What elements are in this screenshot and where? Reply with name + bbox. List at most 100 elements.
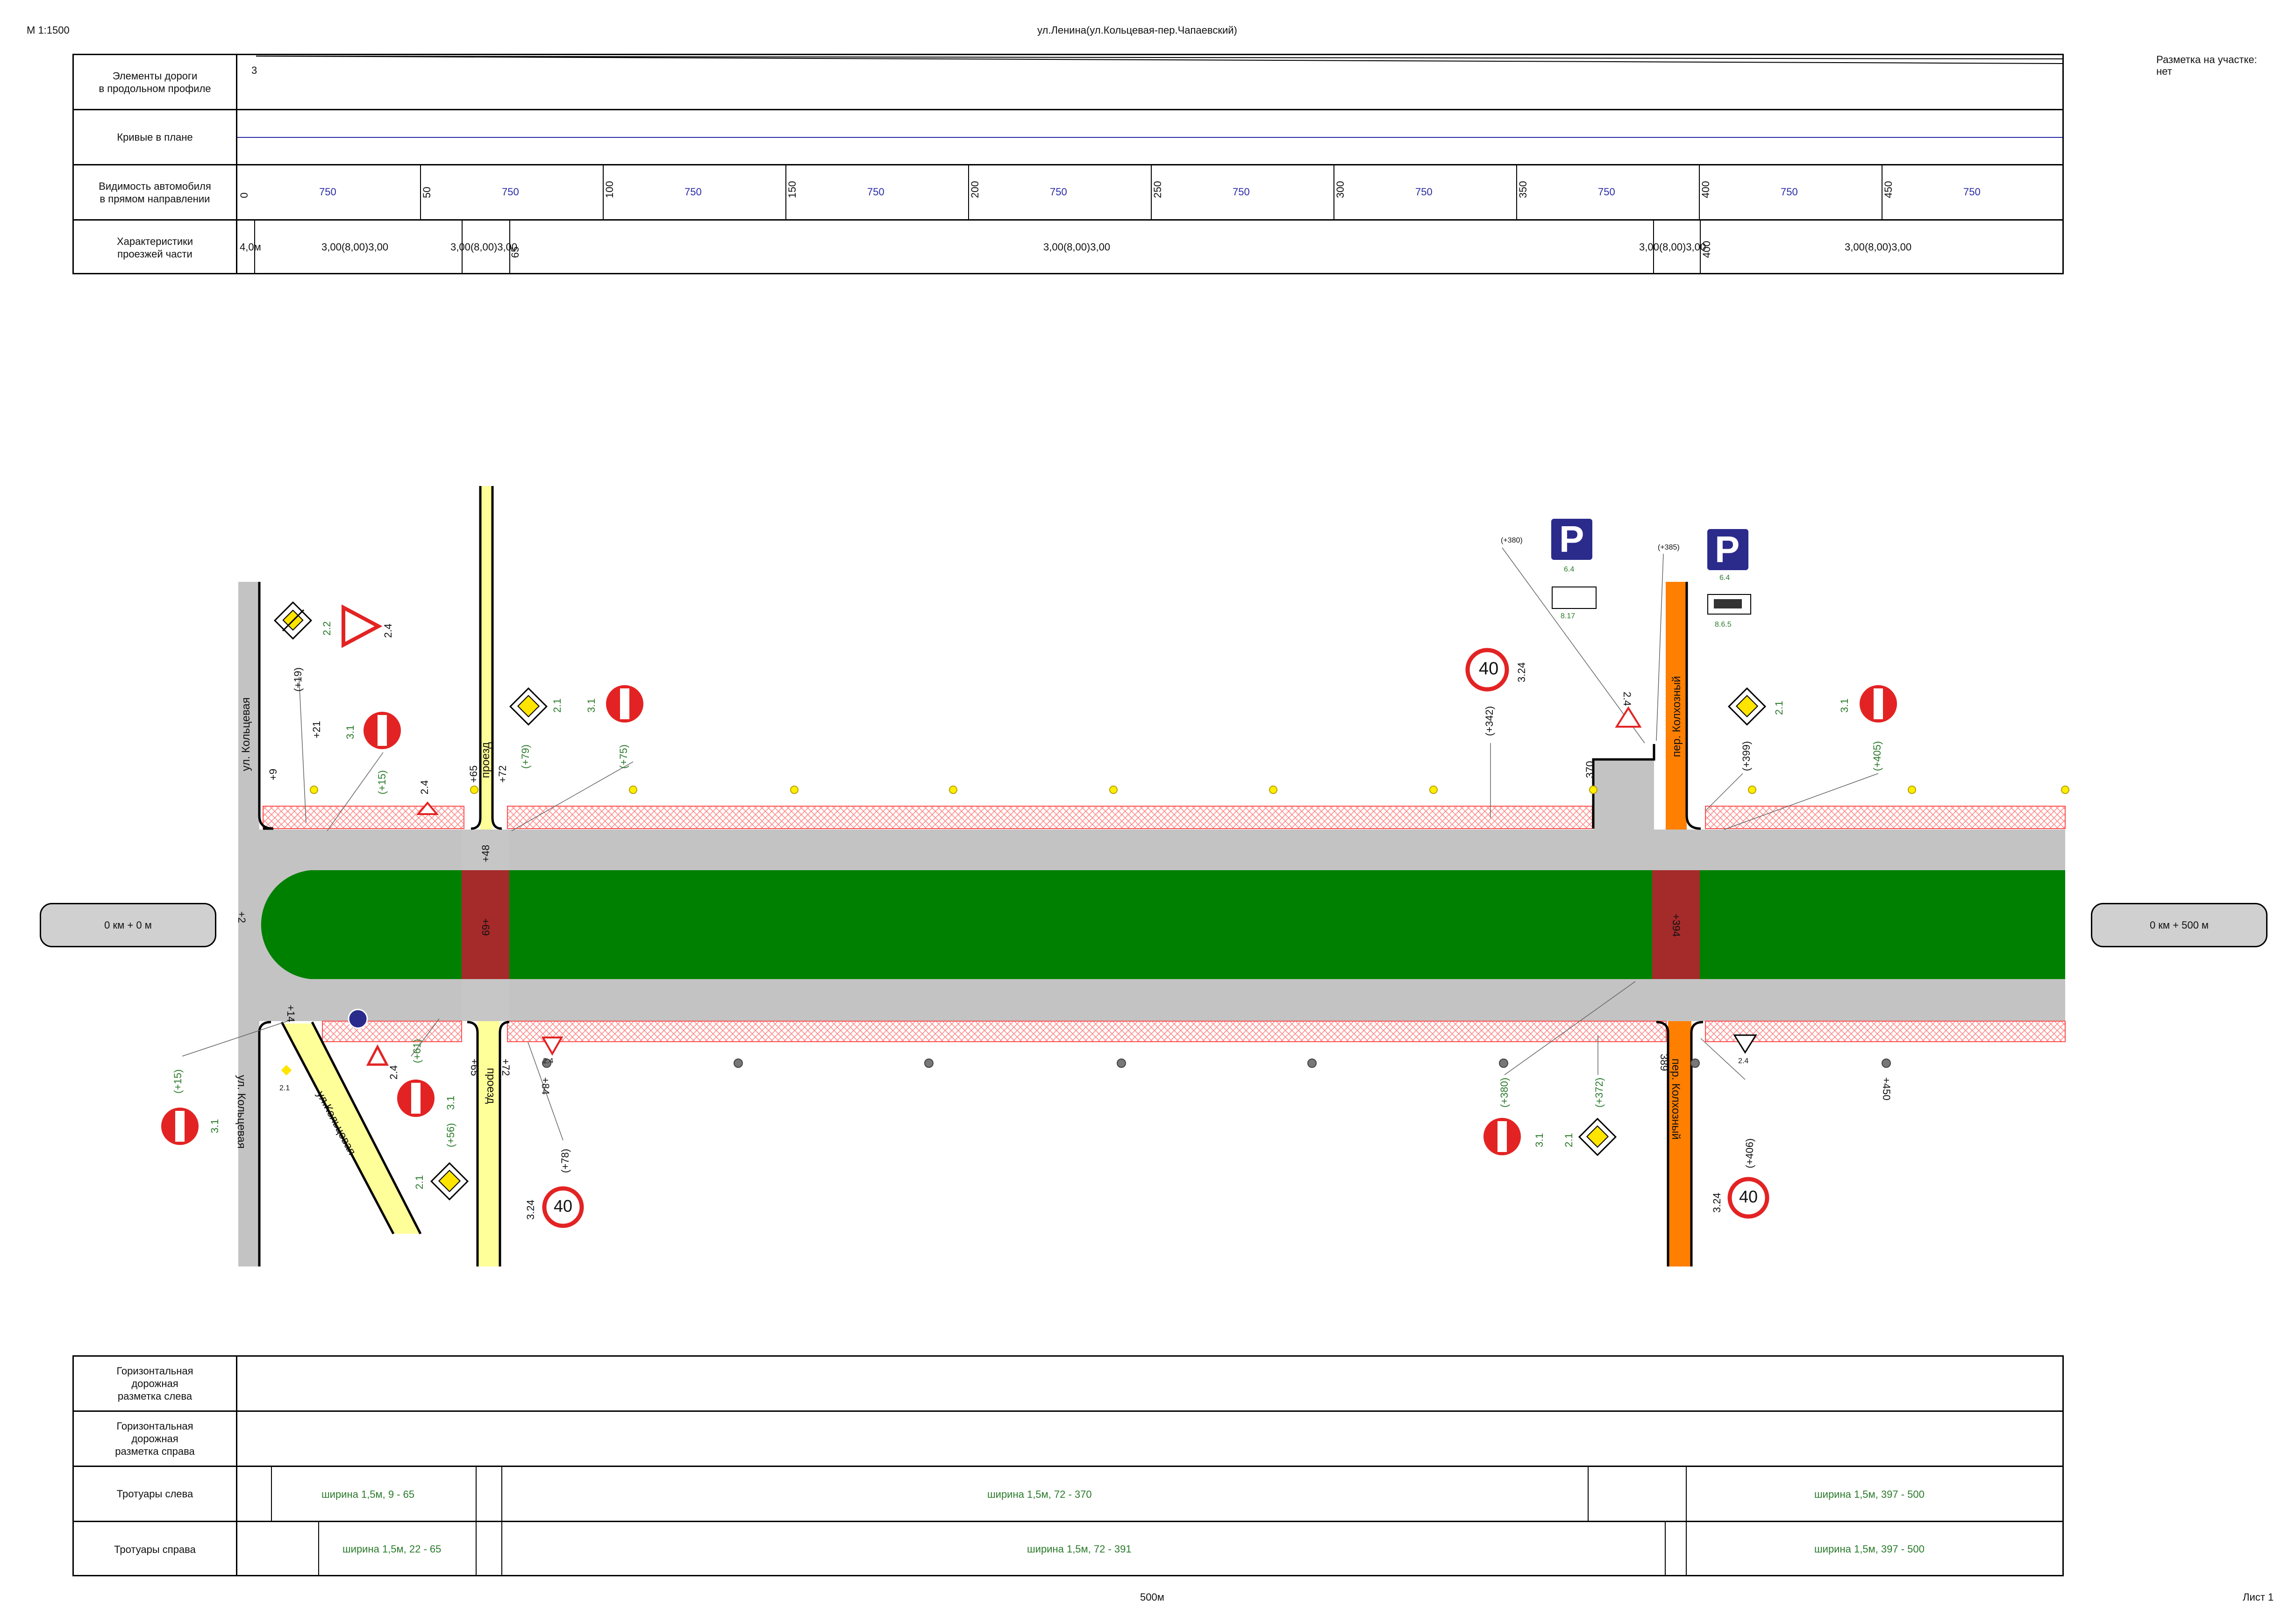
row-visibility: Видимость автомобиля в прямом направлени… bbox=[74, 165, 2062, 221]
sign-2-4-top-b bbox=[416, 801, 439, 815]
station-start: 0 км + 0 м bbox=[40, 903, 216, 947]
sidewalk-left-seg: ширина 1,5м, 72 - 370 bbox=[987, 1488, 1092, 1500]
scale-label: М 1:1500 bbox=[27, 24, 70, 36]
street-koltsevaya-bottom: ул. Кольцевая bbox=[235, 1075, 248, 1149]
code-2-4-bottom-a: 2.4 bbox=[388, 1065, 399, 1080]
sign-2-1-bottom-a bbox=[276, 1060, 297, 1080]
code-3-1-b: 3.1 bbox=[585, 698, 597, 713]
sheet-number: Лист 1 bbox=[2243, 1591, 2274, 1603]
cell-divider bbox=[501, 1467, 502, 1521]
cell-divider bbox=[509, 221, 510, 274]
visibility-divider bbox=[785, 165, 786, 219]
visibility-value: 750 bbox=[685, 186, 702, 198]
marking-value: нет bbox=[2156, 65, 2172, 77]
row-label: Кривые в плане bbox=[74, 110, 237, 164]
sign-2-1-top-b bbox=[1727, 687, 1767, 726]
row-sidewalk-right: Тротуары справа ширина 1,5м, 22 - 65 шир… bbox=[74, 1522, 2062, 1576]
sign-3-24-bottom-a bbox=[542, 1186, 584, 1228]
cell-divider bbox=[476, 1522, 477, 1576]
visibility-divider bbox=[1333, 165, 1334, 219]
code-2-1-bottom-a: 2.1 bbox=[279, 1084, 290, 1092]
sidewalk-left-seg: ширина 1,5м, 397 - 500 bbox=[1814, 1488, 1925, 1500]
street-proezd-bottom: проезд bbox=[485, 1068, 497, 1104]
marking-label: Разметка на участке: bbox=[2156, 54, 2257, 65]
code-2-4-bottom-c: 2.4 bbox=[1738, 1057, 1749, 1065]
picket-bottom-450: +450 bbox=[1881, 1077, 1892, 1101]
picket-top-65: +65 bbox=[468, 765, 479, 783]
carriageway-cell: 4,0м bbox=[240, 241, 261, 253]
carriageway-cell: 3,00(8,00)3,00 bbox=[1845, 241, 1912, 253]
sidewalk-left-seg: ширина 1,5м, 9 - 65 bbox=[321, 1488, 415, 1500]
carriageway-cell: 3,00(8,00)3,00 bbox=[1639, 241, 1706, 253]
sign-3-1-top-b bbox=[604, 683, 645, 724]
profile-value: 3 bbox=[251, 64, 257, 76]
sheet-title: ул.Ленина(ул.Кольцевая-пер.Чапаевский) bbox=[1037, 24, 1237, 36]
cell-divider bbox=[476, 1467, 477, 1521]
pos-2-1-b: (+399) bbox=[1740, 741, 1752, 771]
visibility-value: 750 bbox=[1050, 186, 1067, 198]
pos-2-1-bottom-c: (+372) bbox=[1593, 1077, 1605, 1108]
sign-2-1-top-a bbox=[509, 687, 548, 726]
top-profile-table: Элементы дороги в продольном профиле 3 К… bbox=[72, 54, 2064, 274]
cell-divider bbox=[1700, 221, 1701, 274]
picket-top-48: +48 bbox=[480, 844, 492, 862]
kolkhozny-top-road bbox=[1666, 582, 1687, 830]
crossing-1 bbox=[462, 870, 509, 979]
sidewalk-top-2 bbox=[507, 806, 1593, 829]
plan-curve-line bbox=[237, 137, 2062, 138]
row-sidewalk-left: Тротуары слева ширина 1,5м, 9 - 65 ширин… bbox=[74, 1467, 2062, 1522]
pos-3-24-bottom-b: (+406) bbox=[1744, 1138, 1755, 1168]
code-6-4-b: 6.4 bbox=[1719, 574, 1730, 582]
pos-3-1-a: (+15) bbox=[376, 770, 388, 794]
pos-2-2: (+19) bbox=[292, 667, 304, 692]
code-3-1-a: 3.1 bbox=[344, 725, 356, 739]
cell-divider bbox=[1665, 1522, 1666, 1576]
driveway-370 bbox=[1593, 759, 1654, 830]
sign-2-1-bottom-b bbox=[430, 1162, 469, 1201]
visibility-divider bbox=[1699, 165, 1700, 219]
proezd-bottom-road bbox=[478, 1021, 500, 1266]
sidewalk-right-seg: ширина 1,5м, 22 - 65 bbox=[342, 1543, 442, 1555]
lamps-top bbox=[310, 786, 2069, 794]
code-3-1-bottom-c: 3.1 bbox=[1533, 1133, 1545, 1147]
cell-divider bbox=[318, 1522, 319, 1576]
visibility-value: 750 bbox=[1233, 186, 1250, 198]
picket-top-370: 370 bbox=[1584, 761, 1596, 778]
sign-2-4-top-c bbox=[1615, 706, 1642, 728]
code-2-4-c: 2.4 bbox=[1621, 692, 1633, 706]
pos-3-24-top: (+342) bbox=[1483, 706, 1495, 736]
row-profile-elements: Элементы дороги в продольном профиле 3 bbox=[74, 55, 2064, 110]
sign-3-1-bottom-b bbox=[395, 1078, 436, 1119]
sign-3-1-top-a bbox=[362, 710, 403, 751]
visibility-value: 750 bbox=[319, 186, 336, 198]
code-2-1-b: 2.1 bbox=[1773, 701, 1785, 715]
sidewalk-right-seg: ширина 1,5м, 72 - 391 bbox=[1027, 1543, 1132, 1555]
picket-bottom-14: +14 bbox=[285, 1005, 297, 1023]
cell-divider bbox=[1588, 1467, 1589, 1521]
sign-40-bottom-a-value: 40 bbox=[554, 1196, 573, 1216]
code-3-24-bottom-a: 3.24 bbox=[525, 1200, 536, 1220]
picket-top-9: +9 bbox=[267, 768, 279, 780]
sign-2-1-bottom-c bbox=[1578, 1117, 1617, 1156]
sidewalk-bottom-3 bbox=[1705, 1021, 2066, 1042]
code-3-1-bottom-a: 3.1 bbox=[209, 1119, 221, 1133]
sign-2-4-bottom-c bbox=[1733, 1034, 1757, 1054]
cell-divider bbox=[462, 221, 463, 274]
crossing-2 bbox=[1652, 870, 1700, 979]
cell-divider bbox=[271, 1467, 272, 1521]
sign-3-1-bottom-a bbox=[159, 1106, 200, 1147]
code-3-24-top: 3.24 bbox=[1516, 662, 1527, 682]
cell-divider bbox=[1653, 221, 1654, 274]
pos-6-4-b: (+385) bbox=[1658, 544, 1680, 551]
picket-bottom-84: +84 bbox=[540, 1077, 551, 1095]
visibility-value: 750 bbox=[1963, 186, 1981, 198]
row-label: Элементы дороги в продольном профиле bbox=[74, 55, 237, 109]
sign-3-24-top bbox=[1465, 648, 1509, 692]
koltsevaya-top-road bbox=[238, 582, 259, 830]
sign-6-4-top-b bbox=[1705, 527, 1751, 615]
visibility-divider bbox=[1516, 165, 1517, 219]
crossing-1-label: +69 bbox=[480, 918, 492, 936]
code-3-1-bottom-b: 3.1 bbox=[445, 1095, 456, 1110]
code-6-4-a: 6.4 bbox=[1564, 565, 1575, 573]
